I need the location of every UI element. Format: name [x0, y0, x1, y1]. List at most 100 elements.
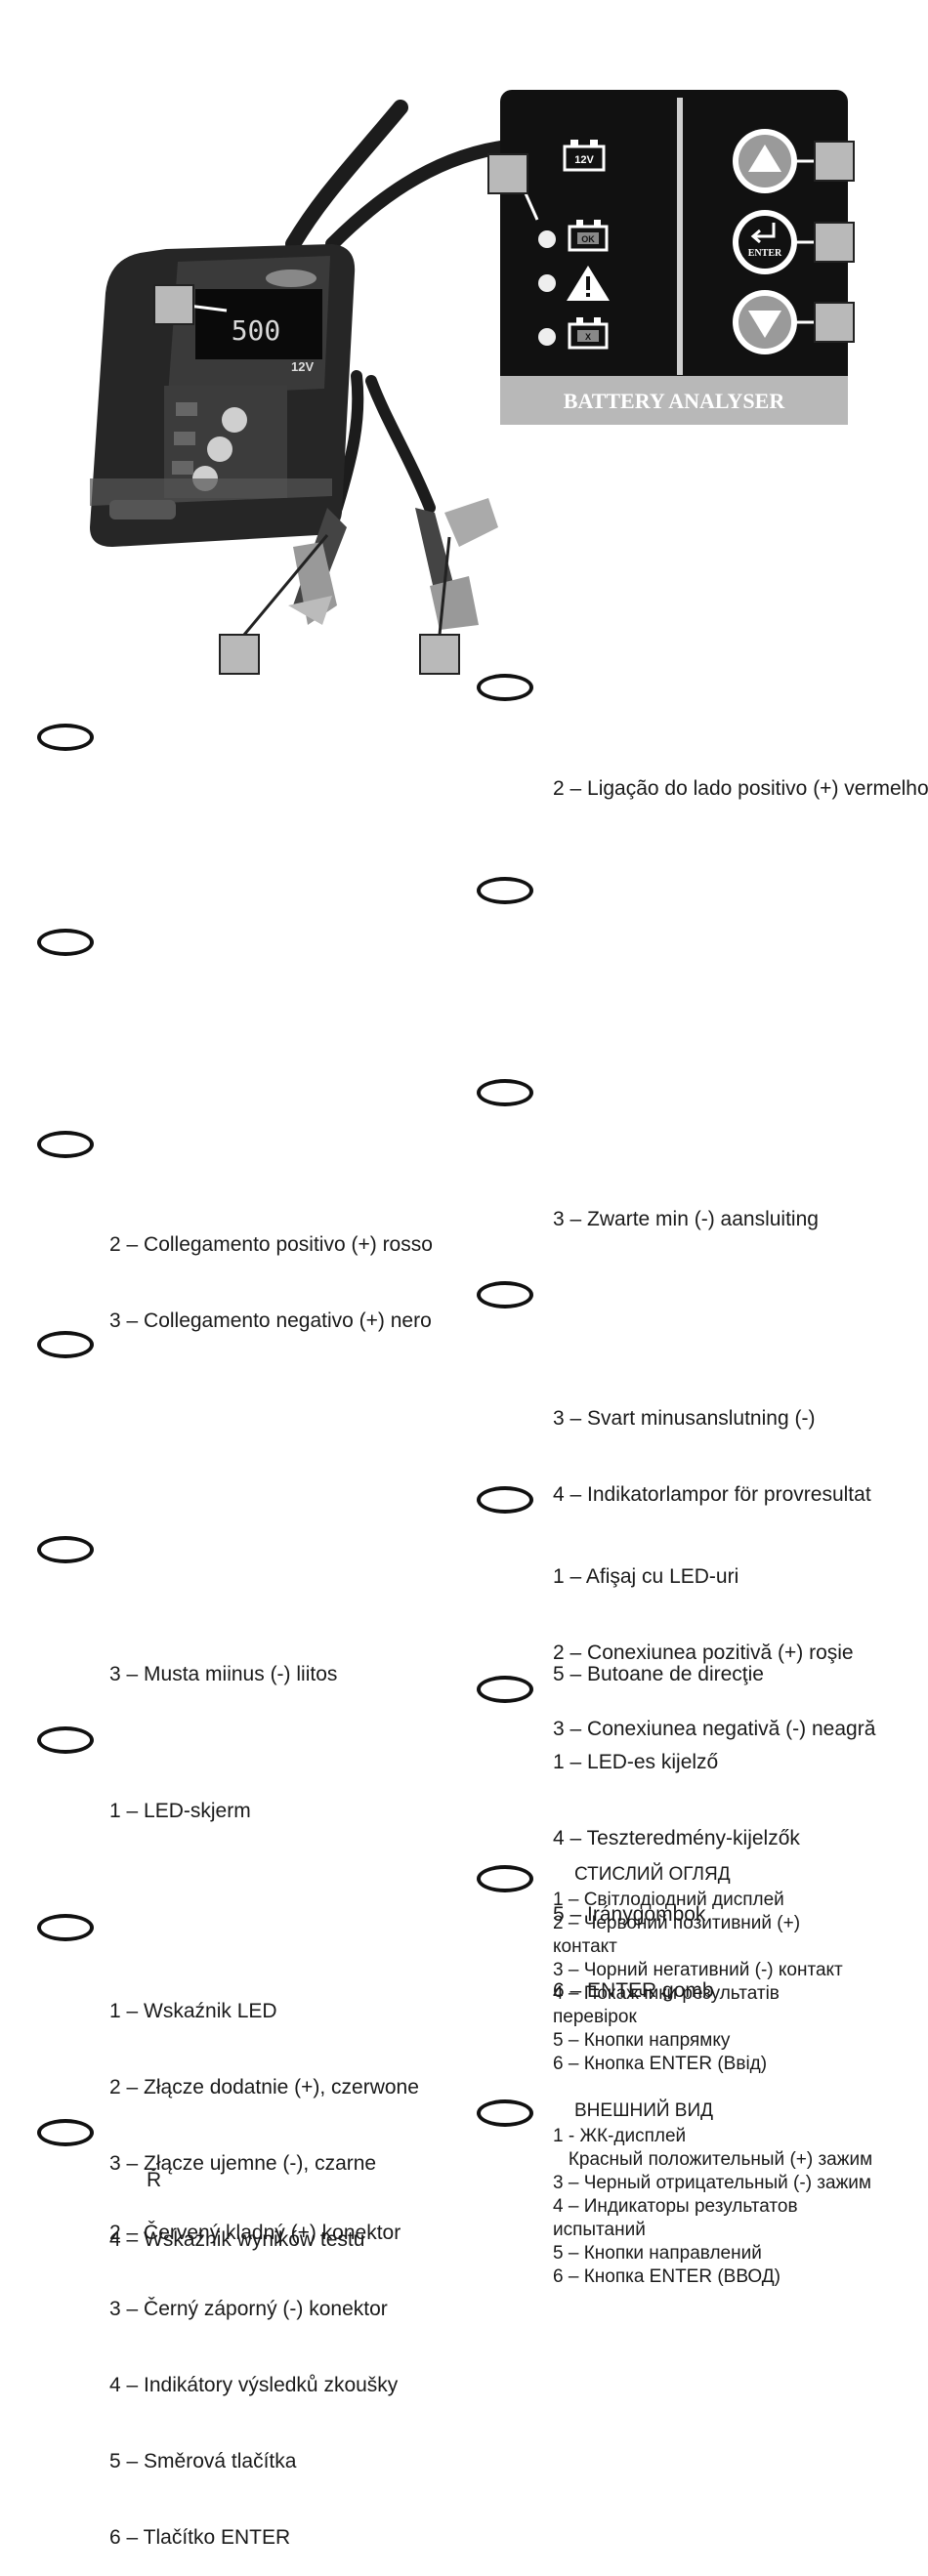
callout-box-1 — [153, 284, 194, 325]
list-item: 6 – ENTER gomb — [553, 1979, 714, 2002]
list-item: перевірок — [553, 2007, 637, 2027]
section-czech-list: 2 – Červený kladný (+) konektor 3 – Čern… — [109, 2170, 401, 2576]
list-item: 6 – Кнопка ENTER (Ввід) — [553, 2054, 768, 2074]
language-marker — [477, 1486, 533, 1514]
list-item: 1 – Wskaźnik LED — [109, 2000, 277, 2022]
svg-text:X: X — [585, 332, 591, 342]
svg-text:12V: 12V — [574, 154, 594, 166]
black-clamp-illustration — [415, 498, 498, 630]
battery-ok-icon: OK — [568, 220, 609, 252]
callout-box-6 — [814, 222, 855, 263]
list-item: 3 – Zwarte min (-) aansluiting — [553, 1208, 819, 1230]
language-marker — [37, 1131, 94, 1158]
section-finnish: 3 – Musta miinus (-) liitos — [109, 1611, 337, 1713]
section-italian: 2 – Collegamento positivo (+) rosso 3 – … — [109, 1182, 433, 1359]
list-item: 1 – Afişaj cu LED-uri — [553, 1565, 739, 1588]
language-marker — [477, 2099, 533, 2127]
svg-text:ENTER: ENTER — [748, 248, 782, 259]
list-item: 4 – Teszteredmény-kijelzők — [553, 1827, 800, 1849]
list-item: 1 – Світлодіодний дисплей — [553, 1890, 784, 1910]
device-display: 500 — [232, 314, 281, 347]
callout-box-2 — [219, 634, 260, 675]
list-item: 1 – LED-skjerm — [109, 1800, 251, 1822]
list-item: 3 – Черный отрицательный (-) зажим — [553, 2173, 871, 2193]
panel-caption: BATTERY ANALYSER — [564, 389, 786, 413]
list-item: 2 – Červený kladný (+) konektor — [109, 2222, 401, 2244]
section-romanian: 1 – Afişaj cu LED-uri 2 – Conexiunea poz… — [553, 1514, 875, 1767]
led-bad-indicator — [538, 328, 556, 346]
list-item: 3 – Чорний негативний (-) контакт — [553, 1960, 843, 1980]
product-figure: 500 12V BATTERY ANALYSER — [90, 90, 855, 675]
led-warning-indicator — [538, 274, 556, 292]
list-item: 2 – Collegamento positivo (+) rosso — [109, 1233, 433, 1256]
battery-bad-icon: X — [568, 317, 609, 350]
svg-text:OK: OK — [581, 234, 595, 244]
section-polish: 1 – Wskaźnik LED 2 – Złącze dodatnie (+)… — [109, 1948, 419, 2278]
language-marker — [477, 1079, 533, 1106]
enter-arrow-icon — [750, 223, 776, 244]
enter-button[interactable]: ENTER — [733, 210, 797, 274]
language-marker — [477, 674, 533, 701]
list-item: 4 – Индикаторы результатов — [553, 2196, 798, 2217]
list-item: 5 – Iránygombok — [553, 1903, 706, 1926]
list-item: 3 – Černý záporný (-) konektor — [109, 2298, 388, 2320]
callout-box-3 — [419, 634, 460, 675]
list-item: 2 – Ligação do lado positivo (+) vermelh… — [553, 777, 928, 800]
device-voltage: 12V — [291, 359, 314, 374]
section-hungarian: 1 – LED-es kijelző — [553, 1699, 718, 1801]
section-czech: Ř — [109, 2117, 161, 2219]
led-ok-indicator — [538, 230, 556, 248]
battery-icon: 12V — [563, 140, 606, 172]
down-arrow-icon — [748, 311, 781, 338]
down-button[interactable] — [733, 290, 797, 354]
list-item: 4 – Wskaźnik wyników testu — [109, 2228, 365, 2251]
device-illustration: 500 12V — [90, 244, 356, 547]
panel-enlargement: BATTERY ANALYSER 12V OK — [500, 90, 848, 425]
section-swedish: 3 – Svart minusanslutning (-) 4 – Indika… — [553, 1355, 871, 1533]
language-marker — [37, 1914, 94, 1941]
callout-box-5 — [814, 141, 855, 182]
language-marker — [477, 877, 533, 904]
list-item: 3 – Złącze ujemne (-), czarne — [109, 2152, 377, 2175]
section-dutch: 3 – Zwarte min (-) aansluiting — [553, 1156, 819, 1258]
language-marker — [37, 929, 94, 956]
language-marker — [37, 1331, 94, 1358]
section-russian: 1 - ЖК-дисплей Красный положительный (+)… — [553, 2125, 872, 2289]
list-item: 5 – Кнопки направлений — [553, 2243, 762, 2264]
callout-box-7 — [814, 302, 855, 343]
list-item: 4 – Indikátory výsledků zkoušky — [109, 2374, 399, 2396]
language-marker — [37, 1726, 94, 1754]
list-item: 2 – Червоний позитивний (+) — [553, 1913, 801, 1933]
up-arrow-icon — [748, 145, 781, 172]
language-marker — [37, 724, 94, 751]
device-lcd — [195, 289, 322, 359]
list-item: 3 – Svart minusanslutning (-) — [553, 1407, 816, 1430]
list-item: 5 – Кнопки напрямку — [553, 2030, 731, 2051]
cables — [285, 100, 515, 514]
list-item: 3 – Collegamento negativo (+) nero — [109, 1309, 432, 1332]
list-item: 3 – Musta miinus (-) liitos — [109, 1663, 338, 1685]
section-ukrainian: 1 – Світлодіодний дисплей 2 – Червоний п… — [553, 1889, 843, 2076]
list-item: 5 – Butoane de direcţie — [553, 1663, 764, 1685]
section-heading: Ř — [147, 2169, 162, 2191]
list-item: 1 - ЖК-дисплей — [553, 2126, 687, 2146]
language-marker — [477, 1865, 533, 1892]
list-item: 2 – Złącze dodatnie (+), czerwone — [109, 2076, 419, 2098]
list-item: 6 – Кнопка ENTER (ВВОД) — [553, 2266, 780, 2287]
section-norwegian: 1 – LED-skjerm — [109, 1748, 251, 1849]
up-button[interactable] — [733, 129, 797, 193]
section-hungarian-extra: 4 – Teszteredmény-kijelzők 5 – Iránygomb… — [553, 1775, 800, 2029]
list-item: 2 – Conexiunea pozitivă (+) roşie — [553, 1641, 854, 1664]
warning-icon — [567, 266, 610, 301]
list-item: 5 – Směrová tlačítka — [109, 2450, 297, 2472]
list-item: 3 – Conexiunea negativă (-) neagră — [553, 1718, 876, 1740]
section-russian-heading: ВНЕШНИЙ ВИД — [574, 2100, 713, 2121]
section-ukrainian-heading: СТИСЛИЙ ОГЛЯД — [574, 1864, 731, 1885]
list-item: испытаний — [553, 2220, 646, 2240]
list-item: 4 – Покажчики результатів — [553, 1983, 780, 2004]
language-marker — [477, 1676, 533, 1703]
list-item: Красный положительный (+) зажим — [553, 2149, 873, 2170]
language-marker — [37, 1536, 94, 1563]
section-portuguese: 2 – Ligação do lado positivo (+) vermelh… — [553, 726, 928, 827]
list-item: контакт — [553, 1936, 617, 1957]
